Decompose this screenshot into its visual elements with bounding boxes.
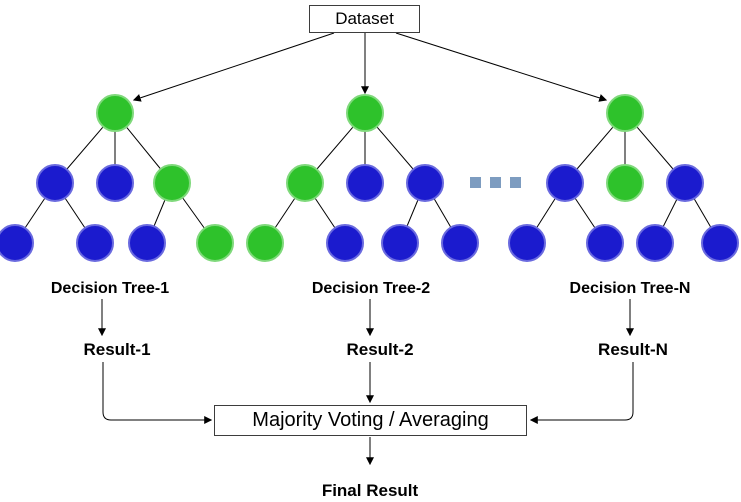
- resultN-connector: [529, 362, 634, 424]
- green-tree-node: [153, 164, 191, 202]
- green-tree-node: [606, 94, 644, 132]
- decision-tree-2-label: Decision Tree-2: [311, 280, 431, 297]
- decision-tree-1-label: Decision Tree-1: [50, 280, 170, 297]
- blue-tree-node: [666, 164, 704, 202]
- trees-layer: [0, 94, 739, 262]
- green-tree-node: [606, 164, 644, 202]
- green-tree-node: [286, 164, 324, 202]
- ellipsis-dot: [470, 177, 481, 188]
- blue-tree-node: [96, 164, 134, 202]
- decision-tree-n-label: Decision Tree-N: [569, 280, 691, 297]
- blue-tree-node: [0, 224, 34, 262]
- blue-tree-node: [326, 224, 364, 262]
- blue-tree-node: [546, 164, 584, 202]
- blue-tree-node: [76, 224, 114, 262]
- dataset-arrow-left: [132, 32, 335, 102]
- blue-tree-node: [381, 224, 419, 262]
- blue-tree-node: [128, 224, 166, 262]
- green-tree-node: [346, 94, 384, 132]
- green-tree-node: [196, 224, 234, 262]
- green-tree-node: [96, 94, 134, 132]
- blue-tree-node: [406, 164, 444, 202]
- ellipsis-dot: [510, 177, 521, 188]
- majority-voting-box: Majority Voting / Averaging: [214, 405, 527, 436]
- result-1-label: Result-1: [83, 340, 151, 359]
- ellipsis-dots: [470, 177, 521, 188]
- decision-tree-2: [246, 94, 479, 262]
- blue-tree-node: [701, 224, 739, 262]
- blue-tree-node: [441, 224, 479, 262]
- result1-connector: [102, 362, 213, 424]
- blue-tree-node: [586, 224, 624, 262]
- result-2-label: Result-2: [346, 340, 414, 359]
- dataset-label: Dataset: [335, 9, 394, 28]
- result-to-voting-connectors: [102, 362, 634, 424]
- blue-tree-node: [636, 224, 674, 262]
- result-n-label: Result-N: [598, 340, 668, 359]
- decision-tree-1: [0, 94, 234, 262]
- dataset-box: Dataset: [309, 5, 420, 33]
- dataset-arrows: [132, 32, 608, 102]
- blue-tree-node: [508, 224, 546, 262]
- blue-tree-node: [346, 164, 384, 202]
- green-tree-node: [246, 224, 284, 262]
- dataset-arrow-right: [395, 32, 608, 102]
- blue-tree-node: [36, 164, 74, 202]
- majority-voting-label: Majority Voting / Averaging: [252, 409, 489, 431]
- final-result-label: Final Result: [321, 481, 419, 500]
- ellipsis-dot: [490, 177, 501, 188]
- decision-tree-3: [508, 94, 739, 262]
- label-result-arrows: [98, 299, 634, 337]
